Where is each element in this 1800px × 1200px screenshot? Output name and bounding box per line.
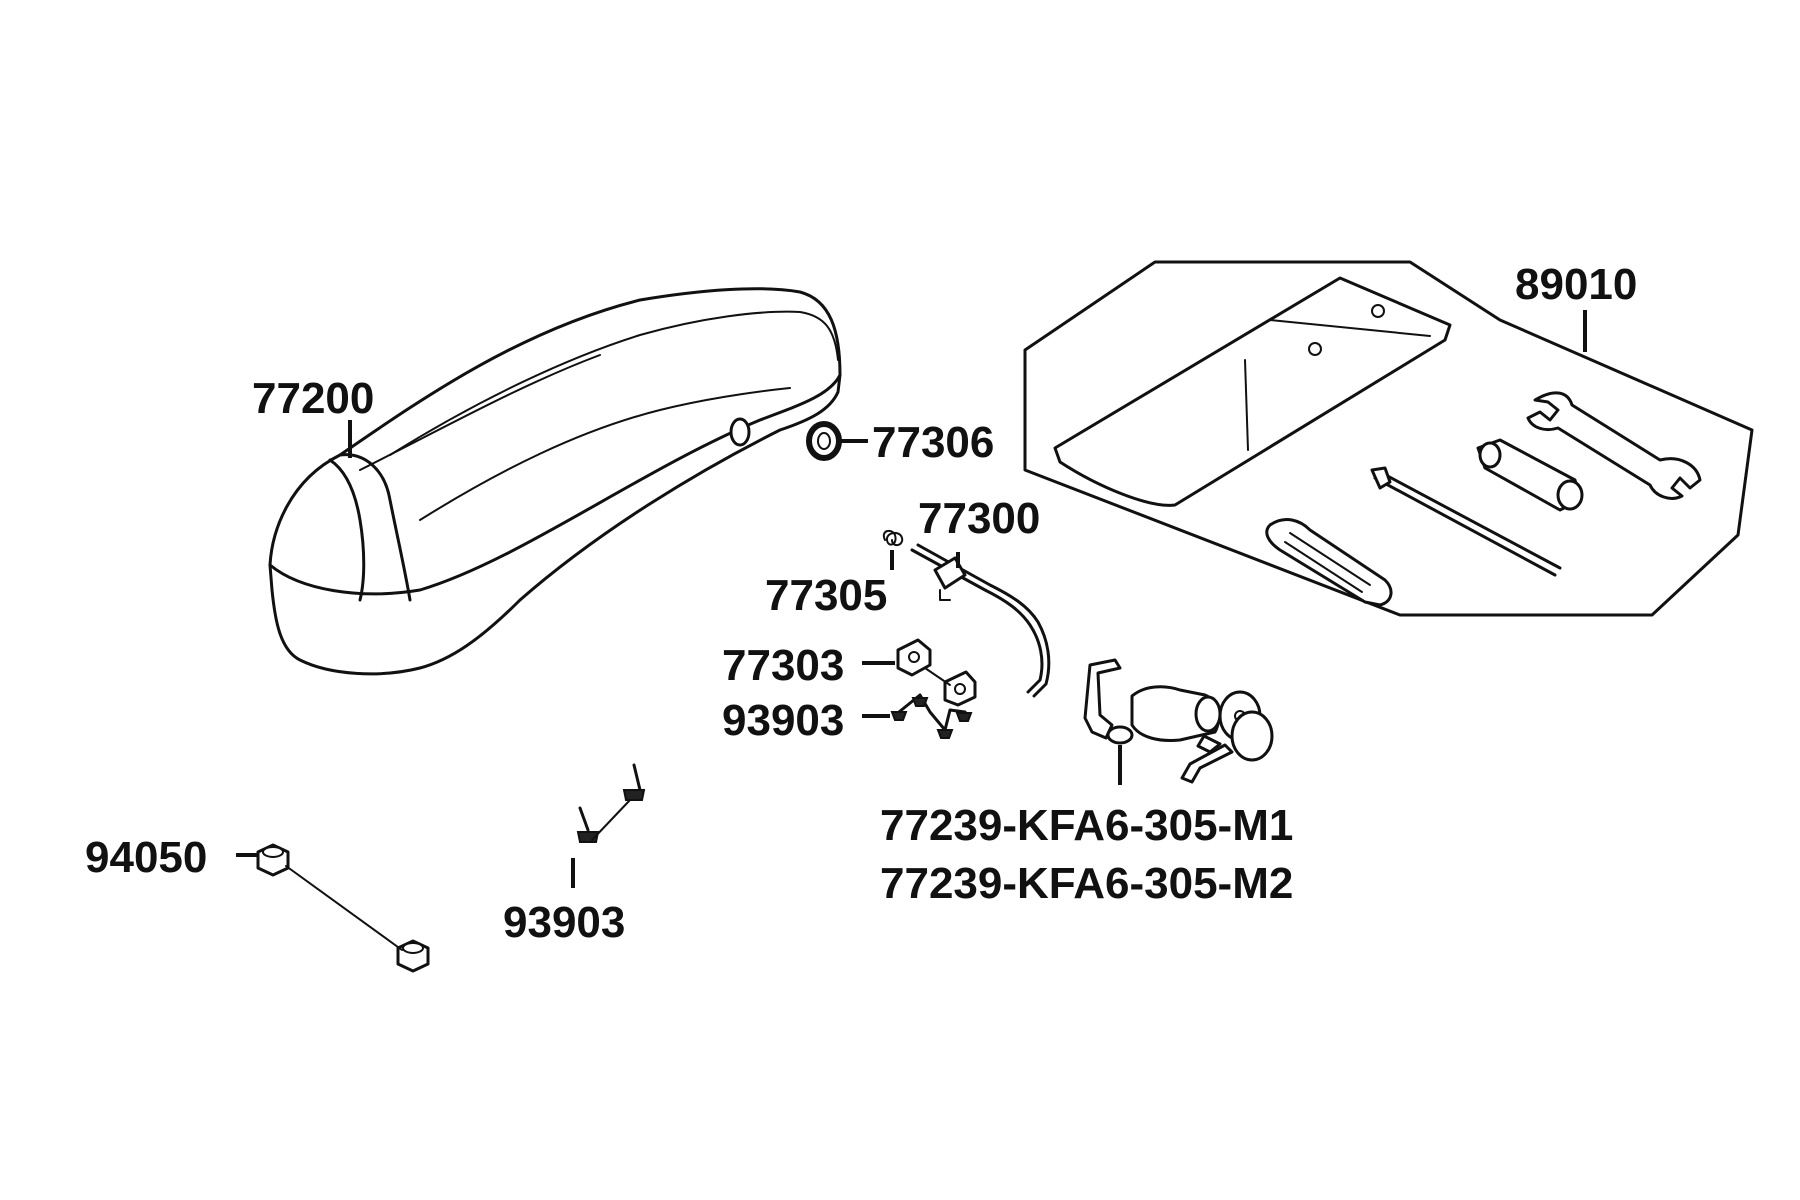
label-93903-lower: 93903 [503,898,625,947]
screws-upper-illustration [890,693,973,739]
bracket-illustration [896,638,977,707]
tool-kit-illustration [1023,260,1754,617]
label-77305: 77305 [765,571,887,620]
grommet-illustration [806,421,842,461]
label-77239-m1: 77239-KFA6-305-M1 [880,801,1293,850]
label-93903-upper: 93903 [722,696,844,745]
spring-illustration [882,529,904,546]
label-77300: 77300 [918,494,1040,543]
label-77306: 77306 [872,418,994,467]
label-94050: 94050 [85,833,207,882]
seat-lock-illustration [1083,658,1274,784]
label-89010: 89010 [1515,260,1637,309]
seat-illustration [268,287,842,676]
screws-lower-illustration [576,763,646,843]
nut-illustration [256,843,430,973]
label-77303: 77303 [722,641,844,690]
label-77200: 77200 [252,374,374,423]
label-77239-m2: 77239-KFA6-305-M2 [880,859,1293,908]
